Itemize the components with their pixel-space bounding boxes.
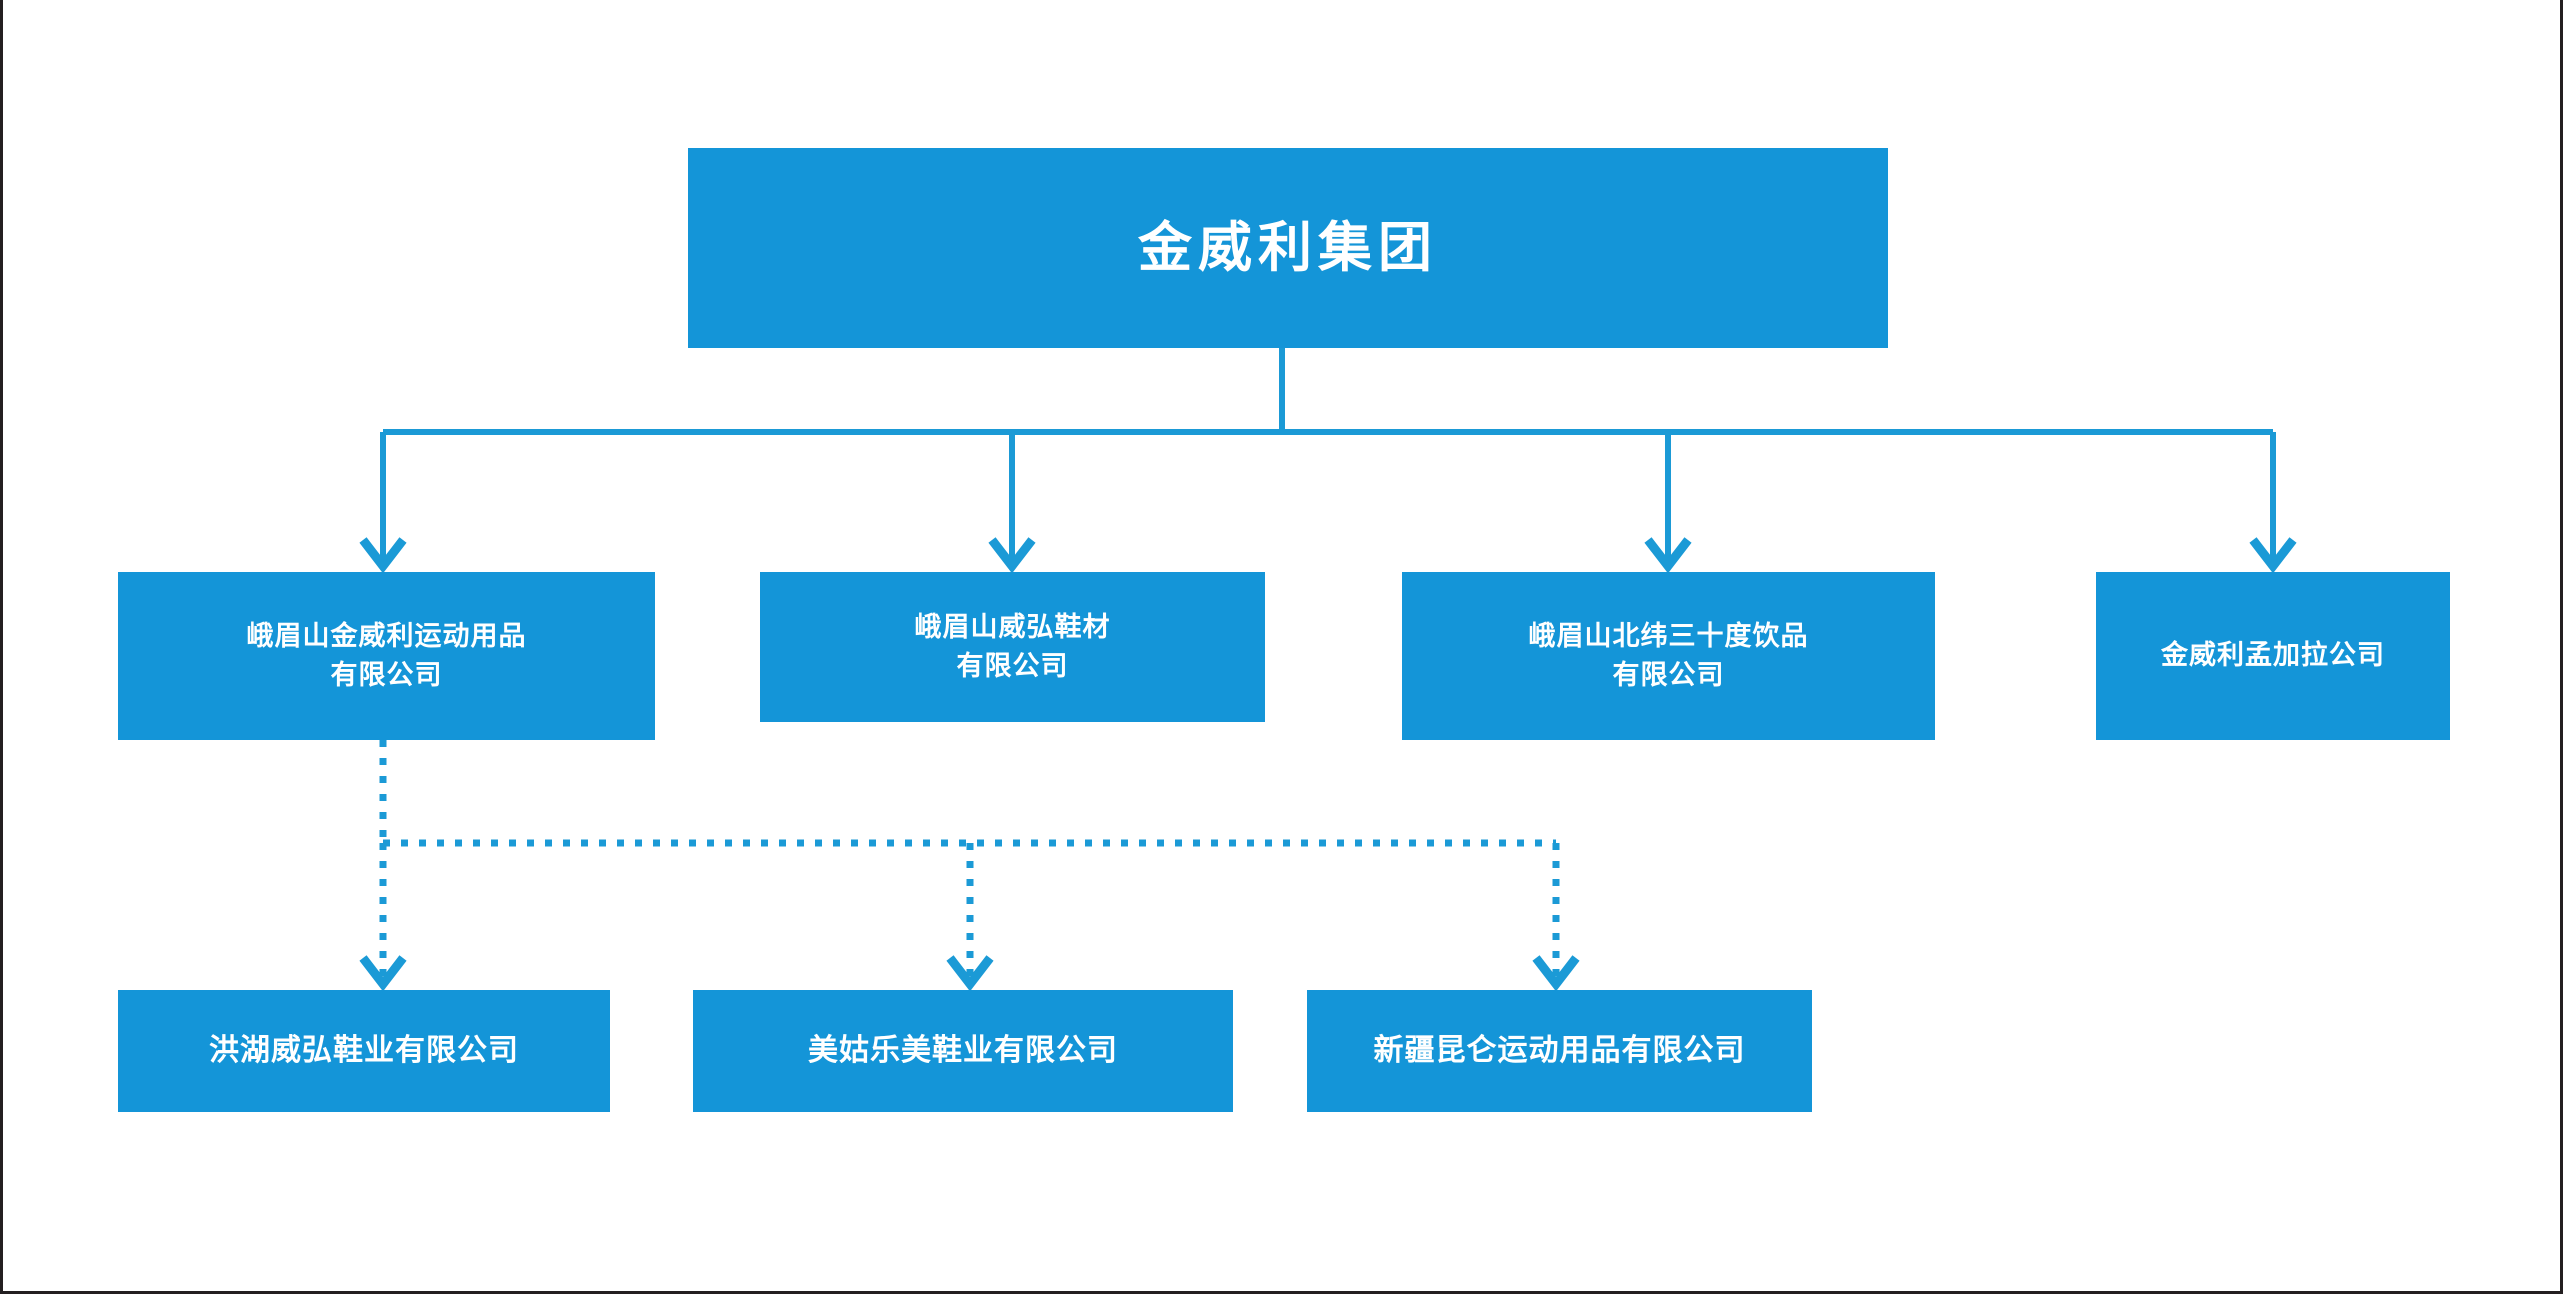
node-honghu-weihong-footwear[interactable]: 洪湖威弘鞋业有限公司 — [118, 990, 610, 1112]
node-emeishan-weihong-shoe-material[interactable]: 峨眉山威弘鞋材 有限公司 — [760, 572, 1265, 722]
node-label: 峨眉山威弘鞋材 有限公司 — [914, 611, 1111, 681]
node-emeishan-jinweili-sports[interactable]: 峨眉山金威利运动用品 有限公司 — [118, 572, 655, 740]
node-group-root[interactable]: 金威利集团 — [688, 148, 1888, 348]
node-label: 峨眉山金威利运动用品 有限公司 — [246, 620, 527, 690]
node-label: 新疆昆仑运动用品有限公司 — [1373, 1034, 1746, 1068]
dotted-connectors — [379, 740, 1560, 984]
node-meigu-lemei-footwear[interactable]: 美姑乐美鞋业有限公司 — [693, 990, 1233, 1112]
node-label: 洪湖威弘鞋业有限公司 — [209, 1034, 519, 1068]
node-jinweili-bangladesh[interactable]: 金威利孟加拉公司 — [2096, 572, 2450, 740]
node-xinjiang-kunlun-sports[interactable]: 新疆昆仑运动用品有限公司 — [1307, 990, 1812, 1112]
node-label: 金威利集团 — [1138, 217, 1438, 278]
node-emeishan-beiwei-30-beverage[interactable]: 峨眉山北纬三十度饮品 有限公司 — [1402, 572, 1935, 740]
node-label: 峨眉山北纬三十度饮品 有限公司 — [1528, 620, 1809, 690]
node-label: 美姑乐美鞋业有限公司 — [808, 1034, 1118, 1068]
solid-connectors — [380, 348, 2276, 566]
node-label: 金威利孟加拉公司 — [2161, 640, 2385, 671]
